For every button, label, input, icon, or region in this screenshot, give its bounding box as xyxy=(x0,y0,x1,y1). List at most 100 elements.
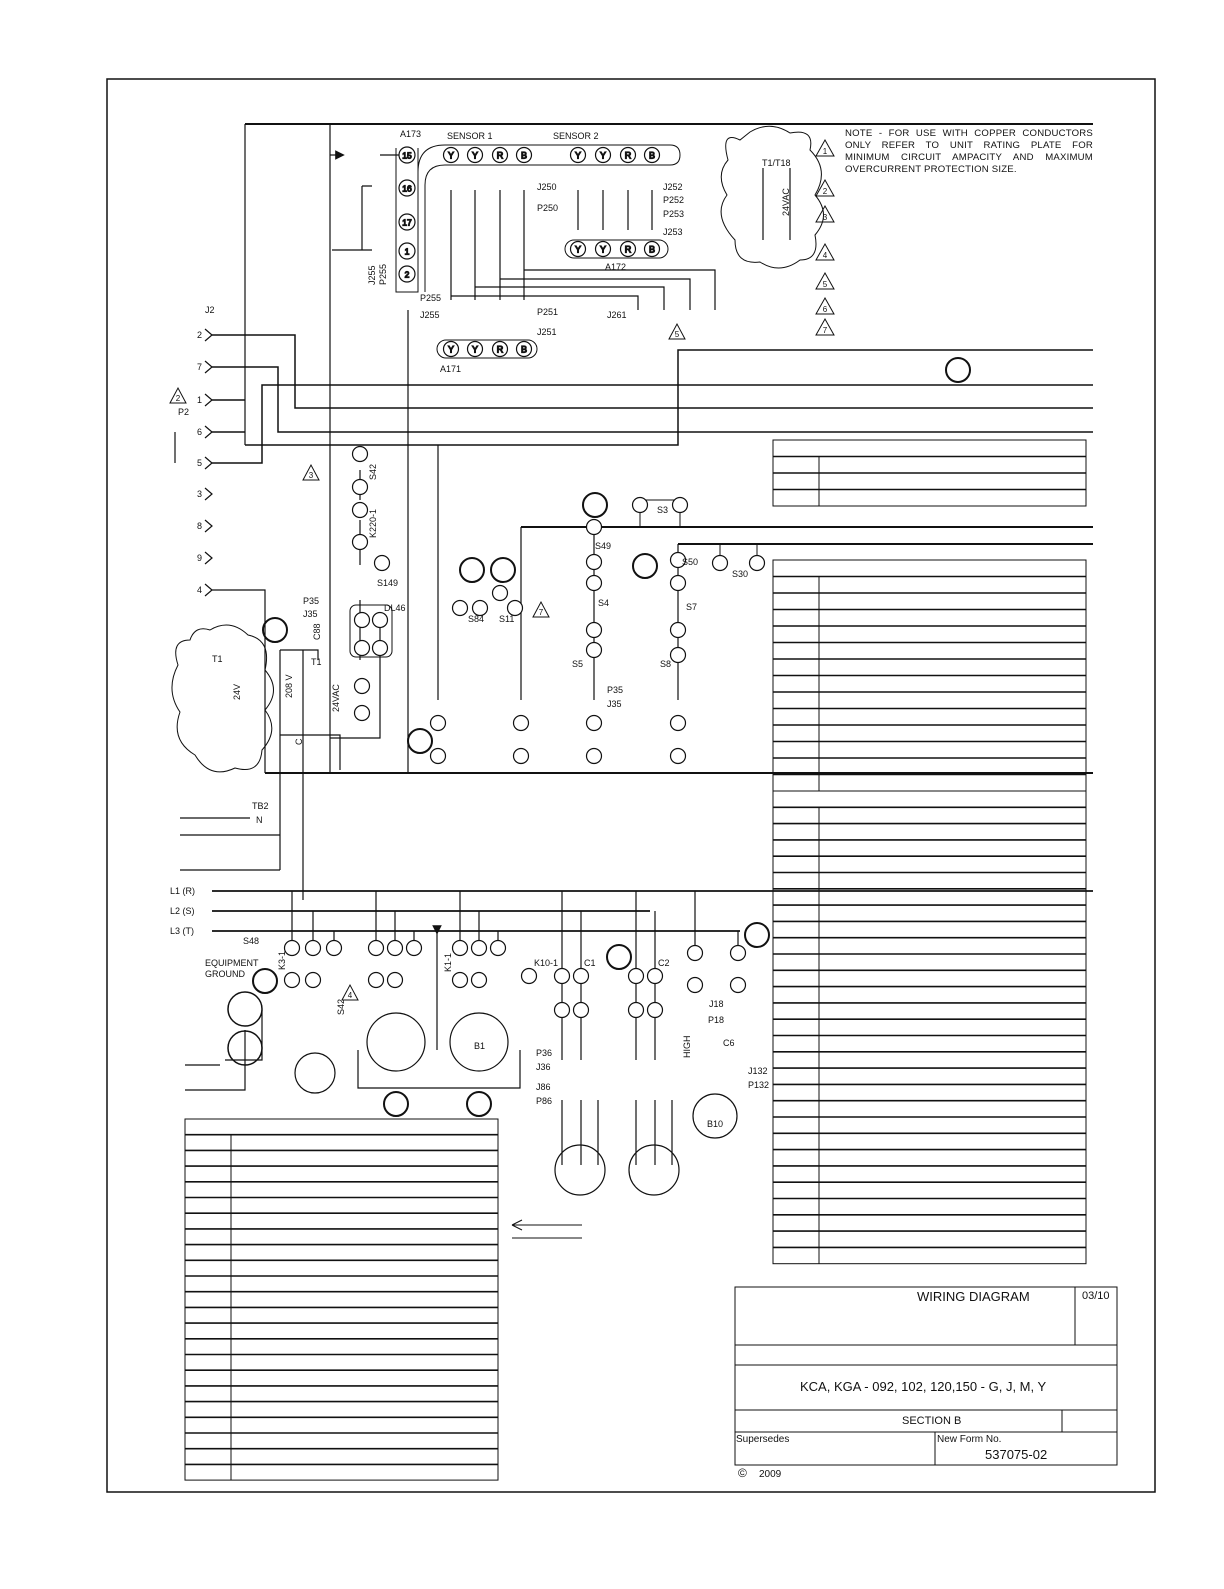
note-markers: 1 2 3 4 5 6 7 xyxy=(815,138,835,336)
terminal-53 xyxy=(553,967,571,985)
label-s5: S5 xyxy=(572,659,583,669)
label-tb2: TB2 xyxy=(252,801,269,811)
terminal-64 xyxy=(729,976,747,994)
terminal-47 xyxy=(451,939,469,957)
label-s42: S42 xyxy=(368,464,378,480)
note-marker-4: 4 xyxy=(815,242,835,261)
label-b1: B1 xyxy=(474,1041,485,1051)
sensor-terminal-a173-s2-3: R xyxy=(619,146,637,164)
label-n: N xyxy=(256,815,263,825)
component-labels: A173 SENSOR 1 SENSOR 2 A172 A171 T1/T18 … xyxy=(170,129,791,1129)
label-p255-v: P255 xyxy=(378,264,388,285)
terminal-16 xyxy=(585,714,603,732)
note-marker-6: 6 xyxy=(815,296,835,315)
j2-pin-9: 9 xyxy=(197,551,213,565)
terminal-41 xyxy=(304,971,322,989)
svg-text:1: 1 xyxy=(823,147,828,156)
sensor-terminal-a171-2: Y xyxy=(466,340,484,358)
title-block-new-form-label: New Form No. xyxy=(937,1434,1002,1445)
terminal-57 xyxy=(627,967,645,985)
legend-table-small xyxy=(772,439,1087,507)
terminal-18 xyxy=(669,714,687,732)
svg-text:1: 1 xyxy=(197,395,202,405)
svg-text:2: 2 xyxy=(405,270,410,280)
svg-text:6: 6 xyxy=(823,305,828,314)
terminal-13 xyxy=(429,747,447,765)
terminal-62 xyxy=(686,976,704,994)
page-border xyxy=(106,78,1156,1493)
terminal-25 xyxy=(669,551,687,569)
terminal-40 xyxy=(283,971,301,989)
svg-text:Y: Y xyxy=(448,345,454,355)
svg-text:Y: Y xyxy=(448,151,454,161)
svg-text:R: R xyxy=(497,345,504,355)
terminal-42 xyxy=(367,939,385,957)
terminal-60 xyxy=(646,1001,664,1019)
label-sensor1: SENSOR 1 xyxy=(447,131,493,141)
label-dl46: DL46 xyxy=(384,603,406,613)
label-c: C xyxy=(294,738,304,745)
note-marker-7: 7 xyxy=(815,317,835,336)
label-s7: S7 xyxy=(686,602,697,612)
note-marker-3: 3 xyxy=(815,204,835,223)
note-marker-2: 2 xyxy=(815,178,835,197)
label-s4: S4 xyxy=(598,598,609,608)
terminal-52 xyxy=(520,967,538,985)
terminal-33 xyxy=(451,599,469,617)
svg-text:5: 5 xyxy=(823,280,828,289)
note-marker-1: 1 xyxy=(815,138,835,157)
sensor-terminal-a173-s2-4: B xyxy=(643,146,661,164)
label-p2: P2 xyxy=(178,407,189,417)
label-p250: P250 xyxy=(537,203,558,213)
note-marker-5: 5 xyxy=(815,271,835,290)
terminal-14 xyxy=(512,714,530,732)
sensor-terminal-a173-s1-4: B xyxy=(515,146,533,164)
label-s149: S149 xyxy=(377,578,398,588)
label-l2: L2 (S) xyxy=(170,906,195,916)
label-k1-1: K1-1 xyxy=(443,953,453,972)
terminal-5 xyxy=(373,554,391,572)
label-j35: J35 xyxy=(303,609,318,619)
svg-text:4: 4 xyxy=(823,251,828,260)
terminal-32 xyxy=(748,554,766,572)
label-c88: C88 xyxy=(312,623,322,640)
label-l1: L1 (R) xyxy=(170,886,195,896)
terminal-17 xyxy=(585,747,603,765)
sensor-terminal-a171-3: R xyxy=(491,340,509,358)
svg-text:Y: Y xyxy=(472,345,478,355)
svg-text:R: R xyxy=(625,245,632,255)
label-j132: J132 xyxy=(748,1066,768,1076)
label-j251: J251 xyxy=(537,327,557,337)
terminal-11 xyxy=(353,704,371,722)
svg-text:Y: Y xyxy=(472,151,478,161)
label-k220: K220-1 xyxy=(368,509,378,538)
label-p253: P253 xyxy=(663,209,684,219)
label-s42b: S42 xyxy=(336,999,346,1015)
label-equipment: EQUIPMENT xyxy=(205,958,259,968)
label-k3-1: K3-1 xyxy=(277,951,287,970)
sensor-terminal-a173-s2-2: Y xyxy=(594,146,612,164)
j2-pin-8: 8 xyxy=(197,519,213,533)
receptacle-2 xyxy=(227,1030,263,1066)
svg-text:R: R xyxy=(625,151,632,161)
svg-text:3: 3 xyxy=(197,489,202,499)
terminal-39 xyxy=(325,939,343,957)
svg-text:7: 7 xyxy=(539,608,544,617)
terminal-22 xyxy=(585,574,603,592)
diagram-marker-2: 2 xyxy=(169,386,187,404)
label-p252: P252 xyxy=(663,195,684,205)
terminal-31 xyxy=(711,554,729,572)
terminal-circles xyxy=(227,445,766,1094)
terminal-48 xyxy=(470,939,488,957)
terminal-63 xyxy=(729,944,747,962)
svg-text:3: 3 xyxy=(309,471,314,480)
j2-pin-1: 1 xyxy=(197,393,213,407)
fan-motor-1 xyxy=(366,1012,426,1072)
terminal-27 xyxy=(669,621,687,639)
terminal-26 xyxy=(669,574,687,592)
label-p255: P255 xyxy=(420,293,441,303)
label-s84: S84 xyxy=(468,614,484,624)
label-j2: J2 xyxy=(205,305,215,315)
label-a172: A172 xyxy=(605,262,626,272)
label-24vac: 24VAC xyxy=(331,684,341,712)
